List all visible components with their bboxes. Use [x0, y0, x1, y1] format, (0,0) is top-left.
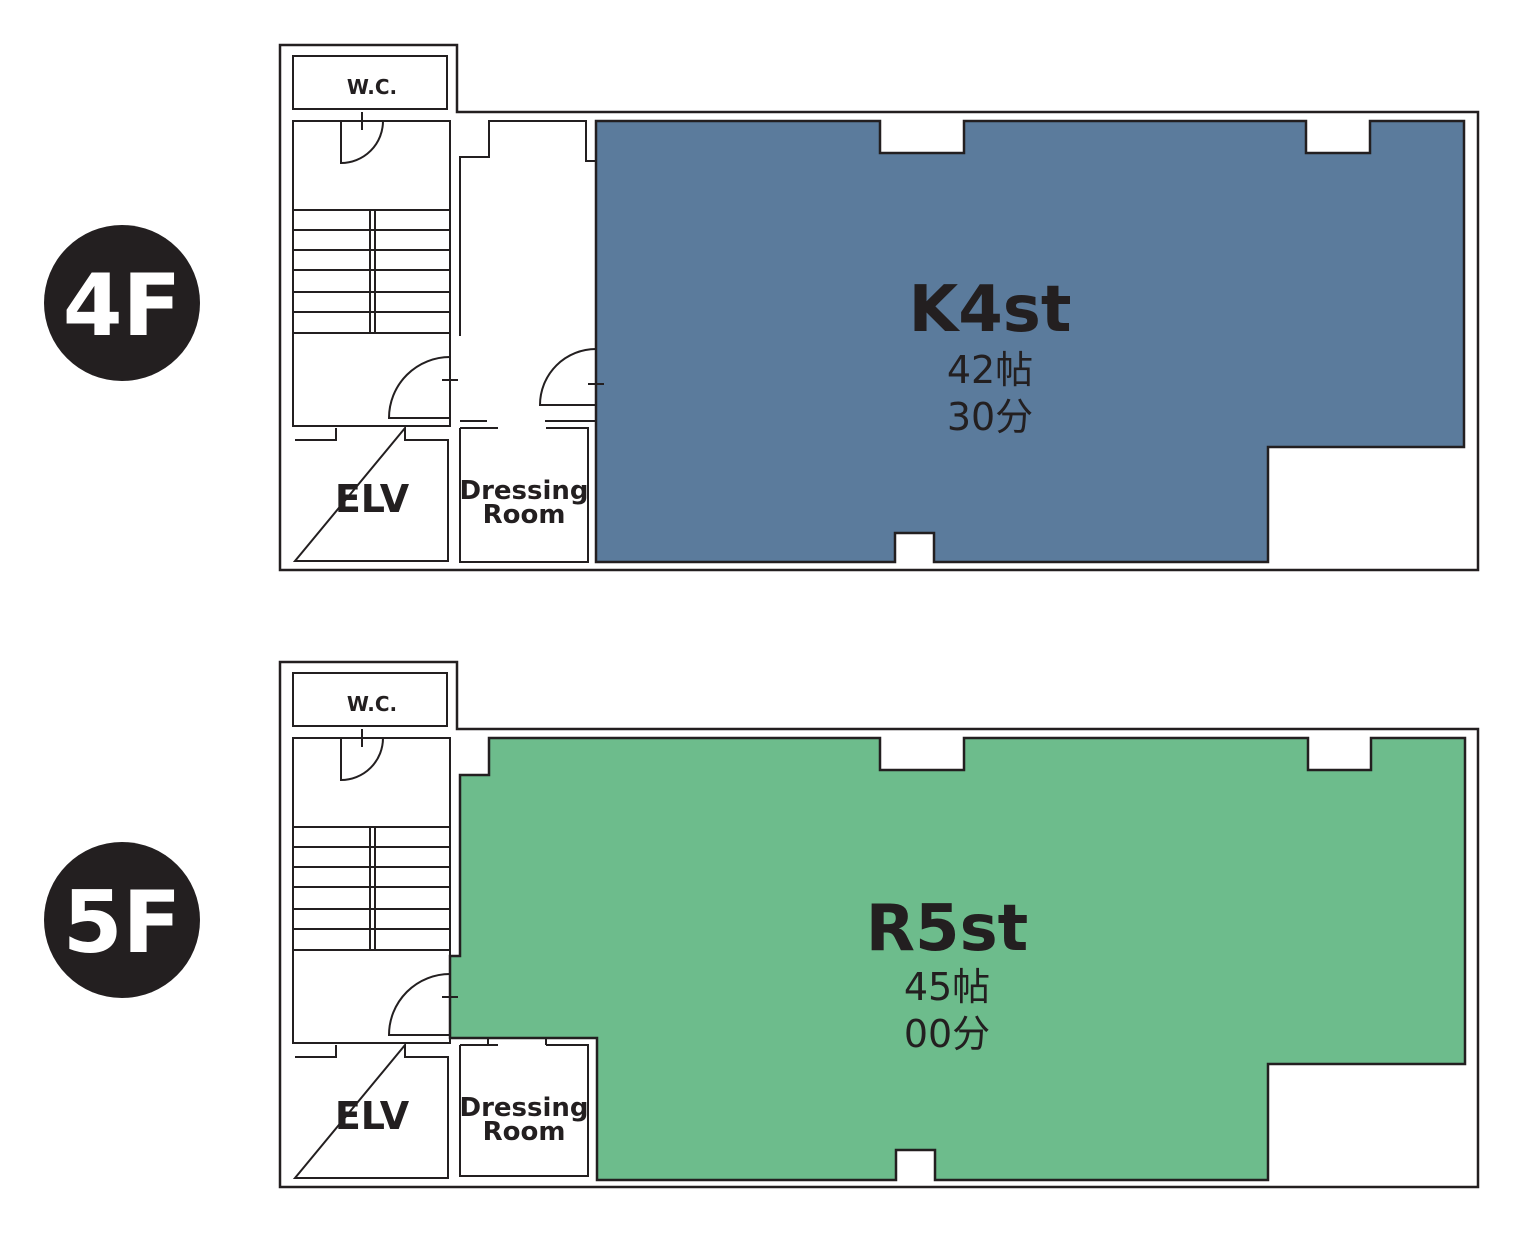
floor-badge-label: 5F	[63, 873, 182, 973]
floor-badge-label: 4F	[63, 256, 182, 356]
dressing-room	[459, 427, 589, 563]
building-outline	[278, 660, 1480, 1189]
stair-shaft	[292, 120, 451, 427]
stair-door-icon	[387, 973, 451, 1036]
studio-name: R5st	[866, 892, 1029, 966]
wc-room	[292, 672, 448, 727]
studio-extra: 00分	[904, 1012, 990, 1056]
wc-room	[292, 55, 448, 110]
staircase	[293, 826, 450, 951]
floor-plan-4f: 4F W.C. ELV	[44, 43, 1480, 572]
elevator-room	[292, 1042, 449, 1179]
floor-plan-5f: 5F W.C. ELV	[44, 660, 1480, 1189]
wc-door-icon	[340, 120, 384, 165]
stair-door-icon	[387, 356, 451, 419]
elevator-room	[292, 425, 449, 562]
badge-circle	[44, 225, 200, 381]
building-outline	[278, 43, 1480, 572]
studio-extra: 30分	[947, 395, 1033, 439]
studio-area-k4st	[594, 119, 1466, 564]
stair-shaft	[292, 737, 451, 1044]
studio-name: K4st	[909, 273, 1072, 347]
studio-door-icon	[538, 348, 597, 406]
wc-door-icon	[340, 737, 384, 782]
dressing-room-label-line2: Room	[483, 500, 566, 530]
corridor-wall	[459, 120, 596, 336]
floor-badge-5f: 5F	[44, 842, 200, 998]
elevator-label: ELV	[335, 1094, 410, 1138]
floor-badge-4f: 4F	[44, 225, 200, 381]
dressing-room-label-line2: Room	[483, 1117, 566, 1147]
wc-label: W.C.	[347, 75, 397, 99]
studio-size: 45帖	[904, 965, 990, 1009]
badge-circle	[44, 842, 200, 998]
dressing-room	[459, 1044, 589, 1177]
elevator-label: ELV	[335, 477, 410, 521]
studio-size: 42帖	[947, 348, 1033, 392]
staircase	[293, 209, 450, 334]
wc-label: W.C.	[347, 692, 397, 716]
dressing-room-label-line1: Dressing	[459, 476, 588, 506]
dressing-room-label-line1: Dressing	[459, 1093, 588, 1123]
